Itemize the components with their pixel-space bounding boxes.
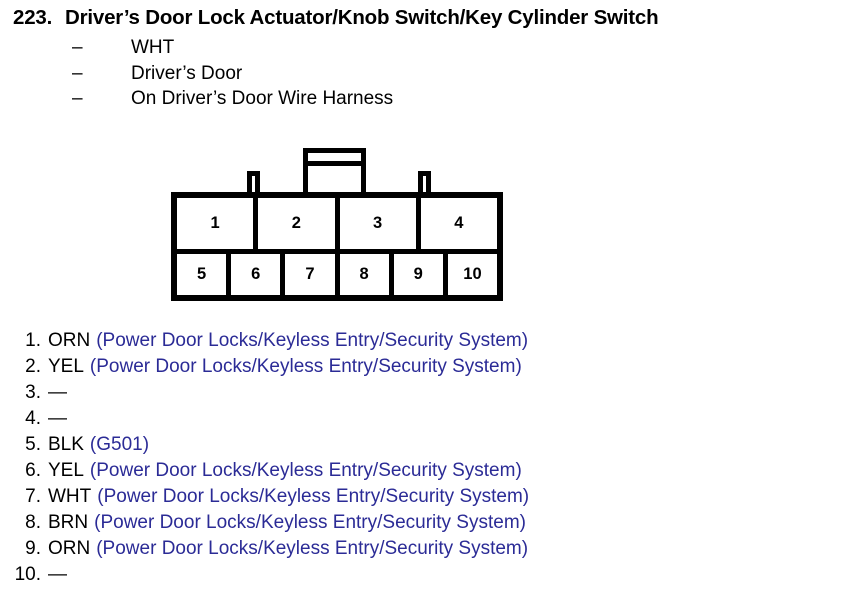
connector-latch-icon	[303, 148, 366, 192]
attribute-row: – On Driver’s Door Wire Harness	[13, 86, 849, 112]
attribute-row: – WHT	[13, 35, 849, 61]
pin-wire-color: BRN	[48, 512, 89, 533]
pin-circuit-name: (Power Door Locks/Keyless Entry/Security…	[97, 486, 530, 507]
pin-number: 9.	[25, 538, 41, 559]
pin-wire-color: YEL	[48, 460, 84, 481]
connector-diagram: 1 2 3 4 5 6 7 8 9 10	[171, 148, 503, 301]
attribute-label: WHT	[131, 37, 175, 58]
pin-assignment-list: 1. ORN (Power Door Locks/Keyless Entry/S…	[0, 328, 854, 588]
pin-number: 4.	[25, 408, 41, 429]
component-number: 223.	[13, 6, 53, 29]
pin-number: 3.	[25, 382, 41, 403]
pin-wire-color: —	[48, 564, 67, 585]
connector-tab-right-icon	[418, 171, 431, 192]
pin-number: 6.	[25, 460, 41, 481]
pin-row: 8. BRN (Power Door Locks/Keyless Entry/S…	[0, 510, 854, 536]
pin-wire-color: ORN	[48, 330, 91, 351]
pin-circuit-name: (Power Door Locks/Keyless Entry/Security…	[96, 538, 529, 559]
connector-cavity: 6	[231, 254, 286, 295]
pin-wire-color: BLK	[48, 434, 84, 455]
pin-number: 7.	[25, 486, 41, 507]
pin-wire-color: —	[48, 408, 67, 429]
pin-row: 1. ORN (Power Door Locks/Keyless Entry/S…	[0, 328, 854, 354]
pin-number: 10.	[14, 564, 41, 585]
pin-row: 9. ORN (Power Door Locks/Keyless Entry/S…	[0, 536, 854, 562]
pin-wire-color: WHT	[48, 486, 92, 507]
connector-cavity: 10	[463, 265, 482, 284]
attribute-dash: –	[72, 62, 83, 84]
pin-number: 5.	[25, 434, 41, 455]
connector-cavity: 5	[177, 254, 232, 295]
connector-cavity: 4	[454, 214, 464, 233]
attribute-label: On Driver’s Door Wire Harness	[131, 88, 394, 109]
component-attribute-list: – WHT – Driver’s Door – On Driver’s Door…	[13, 35, 849, 112]
pin-row: 5. BLK (G501)	[0, 432, 854, 458]
pin-wire-color: ORN	[48, 538, 91, 559]
pin-wire-color: YEL	[48, 356, 84, 377]
pin-row: 3. —	[0, 380, 854, 406]
connector-cavity: 7	[285, 254, 340, 295]
connector-cavity: 2	[258, 198, 340, 249]
pin-circuit-name: (Power Door Locks/Keyless Entry/Security…	[89, 460, 522, 481]
connector-cavity: 9	[394, 254, 448, 295]
pin-row: 4. —	[0, 406, 854, 432]
connector-cavity: 1	[177, 198, 259, 249]
pin-circuit-name: (Power Door Locks/Keyless Entry/Security…	[96, 330, 529, 351]
pin-circuit-name: (G501)	[89, 434, 150, 455]
connector-cavity: 8	[340, 254, 394, 295]
attribute-dash: –	[72, 37, 83, 58]
pin-number: 2.	[25, 356, 41, 377]
pin-wire-color: —	[48, 382, 67, 403]
pin-row: 2. YEL (Power Door Locks/Keyless Entry/S…	[0, 354, 854, 380]
connector-row-bottom: 5 6 7 8 9 10	[177, 249, 497, 295]
page-title: 223. Driver’s Door Lock Actuator/Knob Sw…	[13, 6, 849, 30]
connector-row-top: 1 2 3 4	[177, 198, 497, 249]
component-header: 223. Driver’s Door Lock Actuator/Knob Sw…	[13, 6, 849, 112]
connector-latch-slot	[308, 161, 361, 166]
attribute-dash: –	[72, 88, 83, 109]
connector-locking-tabs	[171, 148, 503, 192]
pin-row: 6. YEL (Power Door Locks/Keyless Entry/S…	[0, 458, 854, 484]
component-title: Driver’s Door Lock Actuator/Knob Switch/…	[65, 6, 659, 29]
pin-circuit-name: (Power Door Locks/Keyless Entry/Security…	[89, 356, 522, 377]
attribute-row: – Driver’s Door	[13, 61, 849, 87]
pin-number: 8.	[25, 512, 41, 533]
pin-row: 7. WHT (Power Door Locks/Keyless Entry/S…	[0, 484, 854, 510]
connector-cavity: 3	[340, 198, 421, 249]
connector-body: 1 2 3 4 5 6 7 8 9 10	[171, 192, 503, 301]
connector-tab-left-icon	[247, 171, 260, 192]
attribute-label: Driver’s Door	[131, 62, 243, 84]
pin-number: 1.	[25, 330, 41, 351]
pin-row: 10. —	[0, 562, 854, 588]
pin-circuit-name: (Power Door Locks/Keyless Entry/Security…	[94, 512, 526, 533]
